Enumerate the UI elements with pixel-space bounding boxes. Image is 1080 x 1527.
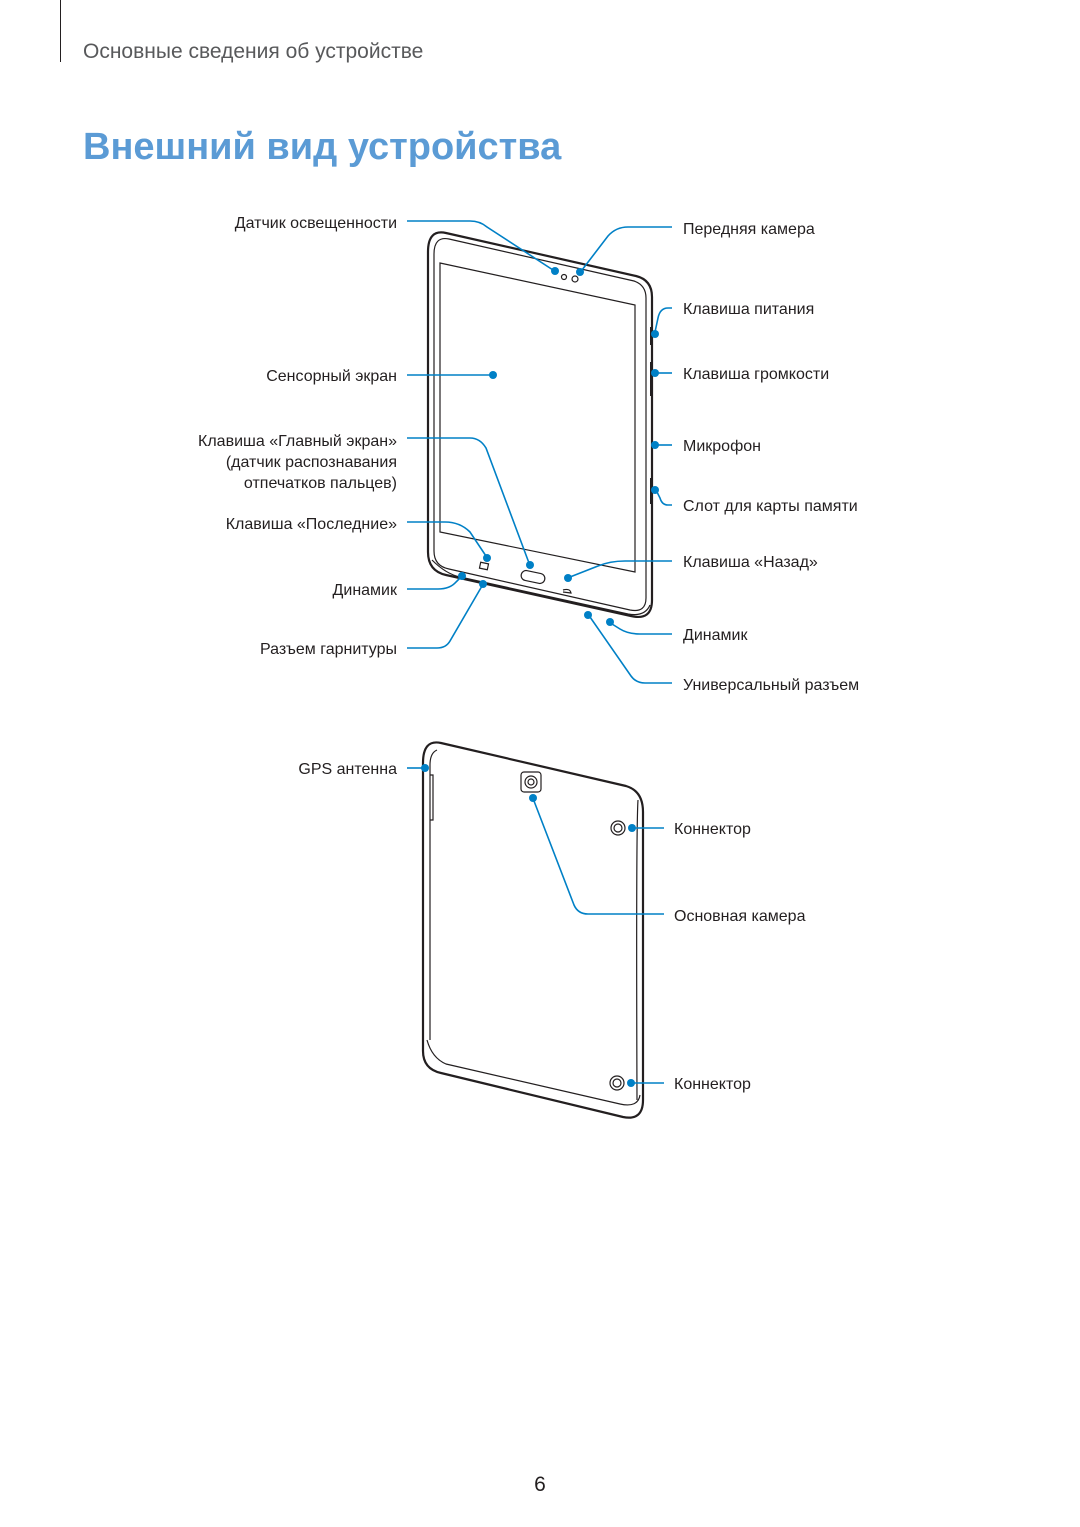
connector-bottom-icon — [609, 1075, 625, 1091]
label-home-key-1: Клавиша «Главный экран» — [198, 433, 397, 450]
label-connector-top: Коннектор — [674, 821, 751, 838]
light-sensor-icon — [560, 273, 568, 281]
callout-speaker-right: Динамик — [606, 618, 748, 644]
callout-front-camera: Передняя камера — [576, 221, 815, 276]
label-rear-camera: Основная камера — [674, 908, 806, 925]
side-rule — [60, 0, 61, 62]
page-title: Внешний вид устройства — [83, 126, 562, 168]
label-home-key-3: отпечатков пальцев) — [244, 475, 397, 492]
label-headset-jack: Разъем гарнитуры — [260, 641, 397, 658]
label-multipurpose-jack: Универсальный разъем — [683, 677, 859, 694]
callout-connector-top: Коннектор — [628, 821, 751, 838]
recent-key-icon — [478, 561, 490, 571]
callout-connector-bottom: Коннектор — [627, 1076, 751, 1093]
callout-touch-screen: Сенсорный экран — [266, 368, 497, 385]
callout-back-key: Клавиша «Назад» — [564, 554, 818, 582]
label-volume-key: Клавиша громкости — [683, 366, 829, 383]
callout-microphone: Микрофон — [651, 438, 761, 455]
callout-power-key: Клавиша питания — [651, 301, 814, 338]
callout-recent-key: Клавиша «Последние» — [226, 516, 491, 562]
callout-speaker-left: Динамик — [333, 572, 466, 599]
label-light-sensor: Датчик освещенности — [235, 215, 397, 232]
callout-gps-antenna: GPS антенна — [298, 761, 429, 778]
label-power-key: Клавиша питания — [683, 301, 814, 318]
label-touch-screen: Сенсорный экран — [266, 368, 397, 385]
label-speaker-right: Динамик — [683, 627, 748, 644]
volume-key-shape — [650, 362, 653, 396]
front-camera-icon — [571, 275, 579, 283]
label-recent-key: Клавиша «Последние» — [226, 516, 397, 533]
front-view-illustration — [426, 231, 654, 618]
callout-multipurpose-jack: Универсальный разъем — [584, 611, 859, 694]
label-memory-card-slot: Слот для карты памяти — [683, 498, 858, 515]
label-gps-antenna: GPS антенна — [298, 761, 397, 778]
callout-home-key: Клавиша «Главный экран» (датчик распозна… — [198, 433, 534, 569]
back-view-illustration — [421, 741, 645, 1119]
callout-headset-jack: Разъем гарнитуры — [260, 580, 487, 658]
back-key-icon — [562, 588, 572, 594]
rear-camera-icon — [520, 771, 542, 793]
label-speaker-left: Динамик — [333, 582, 398, 599]
section-header: Основные сведения об устройстве — [83, 40, 424, 63]
label-connector-bottom: Коннектор — [674, 1076, 751, 1093]
connector-top-icon — [610, 820, 626, 836]
home-key-icon — [520, 569, 546, 585]
label-back-key: Клавиша «Назад» — [683, 554, 818, 571]
label-home-key-2: (датчик распознавания — [226, 454, 397, 471]
callout-rear-camera: Основная камера — [529, 794, 806, 925]
power-key-shape — [650, 327, 653, 345]
callout-memory-card-slot: Слот для карты памяти — [651, 486, 858, 515]
callout-light-sensor: Датчик освещенности — [235, 215, 559, 275]
callout-volume-key: Клавиша громкости — [651, 366, 829, 383]
label-front-camera: Передняя камера — [683, 221, 815, 238]
label-microphone: Микрофон — [683, 438, 761, 455]
page-number: 6 — [534, 1473, 546, 1496]
